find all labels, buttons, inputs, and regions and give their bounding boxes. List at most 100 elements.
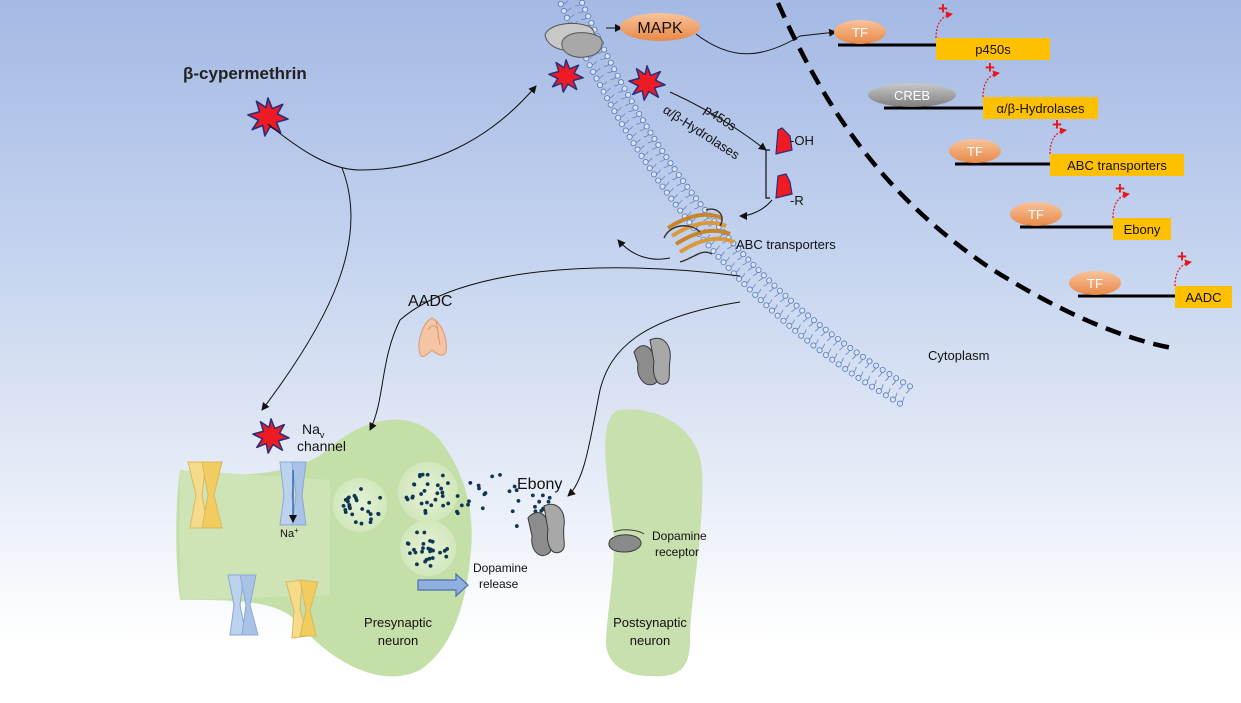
dopamine-dot xyxy=(428,563,433,568)
dopamine-dot xyxy=(440,473,445,478)
lipid-head xyxy=(725,264,732,271)
mapk-label: MAPK xyxy=(637,20,683,37)
lipid-head xyxy=(643,123,650,130)
lipid-head xyxy=(786,322,793,329)
lipid-head xyxy=(848,370,855,377)
lipid-head xyxy=(868,383,875,390)
dopamine-dot xyxy=(540,493,545,498)
lipid-head xyxy=(697,201,704,208)
dopamine-dot xyxy=(512,484,517,489)
gene-label: AADC xyxy=(1185,290,1221,305)
lipid-head xyxy=(588,20,595,27)
activation-arrow xyxy=(1112,191,1130,219)
lipid-head xyxy=(675,172,682,179)
lipid-head xyxy=(860,353,867,360)
lipid-head xyxy=(632,104,639,111)
activation-arrow xyxy=(935,11,953,39)
lipid-head xyxy=(741,281,748,288)
pathway-arrows xyxy=(261,24,837,497)
gene-box xyxy=(1050,154,1184,176)
gene-box xyxy=(1113,218,1171,240)
dopamine-dot xyxy=(420,549,424,554)
lipid-head xyxy=(615,114,622,121)
lipid-head xyxy=(828,331,835,338)
lipid-head xyxy=(650,171,657,178)
dopamine-dot xyxy=(419,492,424,496)
dopamine-dot xyxy=(533,504,537,509)
lipid-head xyxy=(715,253,722,260)
dopamine-dot xyxy=(422,488,427,493)
dopamine-dot xyxy=(422,530,427,535)
lipid-head xyxy=(776,287,783,294)
lipid-head xyxy=(834,335,841,342)
lipid-head xyxy=(585,13,592,20)
dopamine-dot xyxy=(366,509,371,514)
dopamine-dot xyxy=(514,524,519,528)
lipid-head xyxy=(771,282,778,289)
dopamine-molecules xyxy=(341,472,552,568)
lipid-head xyxy=(710,248,717,255)
lipid-head xyxy=(655,177,662,184)
vesicle xyxy=(333,478,387,532)
ebony-label: Ebony xyxy=(517,476,562,493)
dopamine-dot xyxy=(455,494,460,498)
lipid-head xyxy=(655,141,662,148)
na-ion-label: Na+ xyxy=(280,526,299,540)
lipid-head xyxy=(688,189,695,196)
lipid-head xyxy=(563,14,570,21)
abc-membrane-label: ABC transporters xyxy=(736,237,836,252)
gene-label: α/β-Hydrolases xyxy=(997,101,1085,116)
aadc-protein xyxy=(418,317,447,357)
plus-sign: + xyxy=(985,58,995,77)
lipid-head xyxy=(897,400,904,407)
dopamine-dot xyxy=(430,556,435,560)
lipid-head xyxy=(663,154,670,161)
plus-sign: + xyxy=(1177,247,1187,266)
gene-label: Ebony xyxy=(1124,222,1161,237)
dopamine-dot xyxy=(359,487,363,491)
dopamine-dot xyxy=(425,472,430,477)
lipid-head xyxy=(822,351,829,358)
dopamine-dot xyxy=(435,483,440,488)
lipid-head xyxy=(677,207,684,214)
plus-sign: + xyxy=(1052,115,1062,134)
lipid-head xyxy=(740,251,747,258)
activation-arrow xyxy=(982,70,1000,98)
dopamine-dot xyxy=(427,556,432,561)
lipid-head xyxy=(816,347,823,354)
lipid-head xyxy=(590,68,597,75)
lipid-head xyxy=(668,195,675,202)
lipid-head xyxy=(847,345,854,352)
dopamine-dot xyxy=(435,491,440,496)
dopamine-dot xyxy=(455,509,459,514)
lipid-head xyxy=(792,327,799,334)
dopamine-dot xyxy=(425,482,430,487)
dopamine-dot xyxy=(537,499,542,504)
lipid-head xyxy=(611,66,618,73)
lipid-head xyxy=(659,183,666,190)
lipid-head xyxy=(586,62,593,69)
dopamine-release-label: Dopamine xyxy=(473,561,528,575)
dopamine-dot xyxy=(341,503,346,508)
lipid-head xyxy=(799,307,806,314)
lipid-head xyxy=(780,317,787,324)
nav-channel xyxy=(279,461,307,526)
dopamine-dot xyxy=(459,503,464,508)
presynaptic-label-2: neuron xyxy=(378,633,418,648)
lipid-head xyxy=(882,392,889,399)
compound-star xyxy=(252,418,290,454)
lipid-head xyxy=(855,374,862,381)
nuclear-envelope xyxy=(775,2,1173,351)
dopamine-dot xyxy=(420,472,425,477)
dopamine-dot xyxy=(547,495,552,500)
compound-star xyxy=(628,65,666,101)
dopamine-dot xyxy=(368,520,373,525)
metabolite-bracket xyxy=(765,149,770,199)
ebony-protein xyxy=(527,503,565,556)
dopamine-dot xyxy=(410,494,415,499)
dopamine-dot xyxy=(367,500,372,505)
dopamine-receptor xyxy=(608,529,645,553)
